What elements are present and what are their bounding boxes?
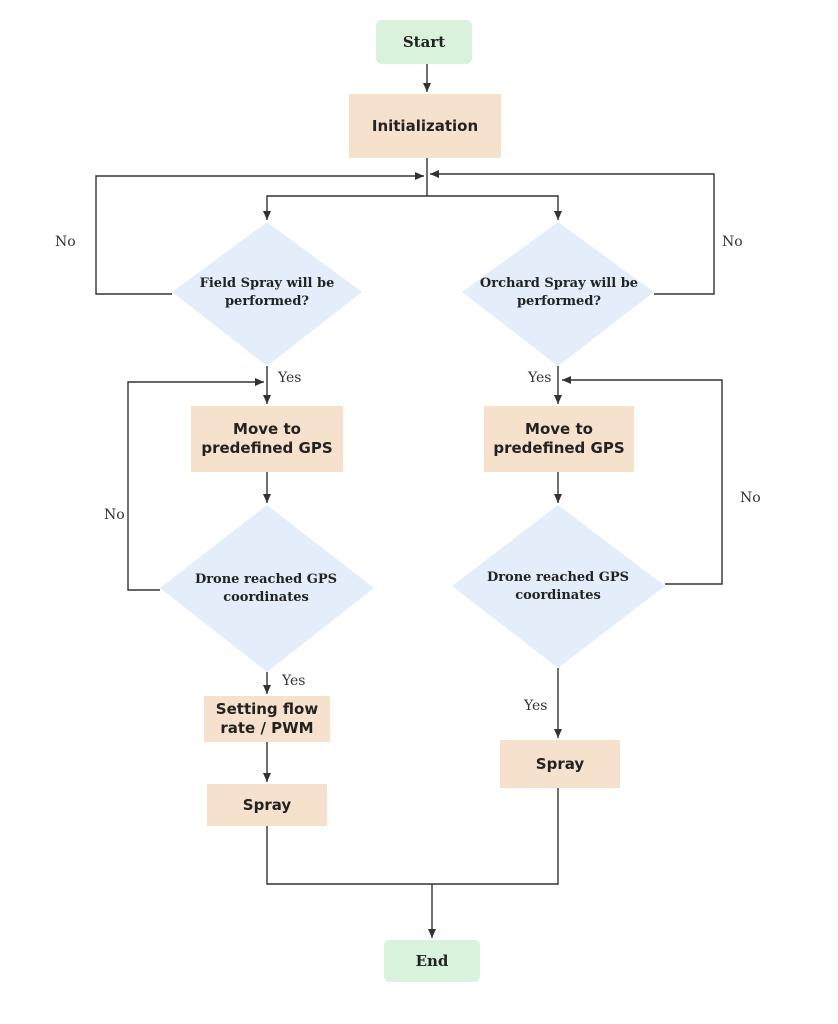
right-reached-shape [452, 505, 665, 668]
left-spray-node: Spray [207, 784, 327, 826]
edge-right-reached-no [562, 376, 723, 585]
label-no-top-left: No [55, 234, 76, 250]
orchard-decision-shape [462, 222, 654, 366]
left-reached-shape [160, 505, 374, 672]
left-reached-label: Drone reached GPS coordinates [194, 572, 338, 605]
end-node: End [384, 940, 480, 982]
label-no-top-right: No [722, 234, 743, 250]
label-yes-orchard: Yes [528, 370, 552, 386]
start-node: Start [376, 20, 472, 64]
right-move-node: Move to predefined GPS [484, 406, 634, 472]
edge-right-spray-end [432, 788, 559, 885]
edge-left-reached-no [127, 378, 264, 591]
field-decision-shape [172, 222, 362, 366]
right-reached-label: Drone reached GPS coordinates [486, 570, 630, 603]
field-decision-label: Field Spray will be performed? [199, 276, 335, 309]
flow-rate-node: Setting flow rate / PWM [204, 696, 330, 742]
right-spray-node: Spray [500, 740, 620, 788]
edge-field-no [95, 172, 424, 295]
label-yes-left-reached: Yes [282, 673, 306, 689]
label-no-mid-right: No [740, 490, 761, 506]
left-move-node: Move to predefined GPS [191, 406, 343, 472]
init-node: Initialization [349, 94, 501, 158]
edge-split-left [263, 195, 427, 220]
edge-split-right [427, 195, 562, 220]
label-yes-right-reached: Yes [524, 698, 548, 714]
label-no-mid-left: No [104, 507, 125, 523]
edge-left-spray-end [266, 826, 432, 885]
edge-orchard-no [430, 170, 715, 295]
orchard-decision-label: Orchard Spray will be performed? [479, 276, 639, 309]
label-yes-field: Yes [278, 370, 302, 386]
